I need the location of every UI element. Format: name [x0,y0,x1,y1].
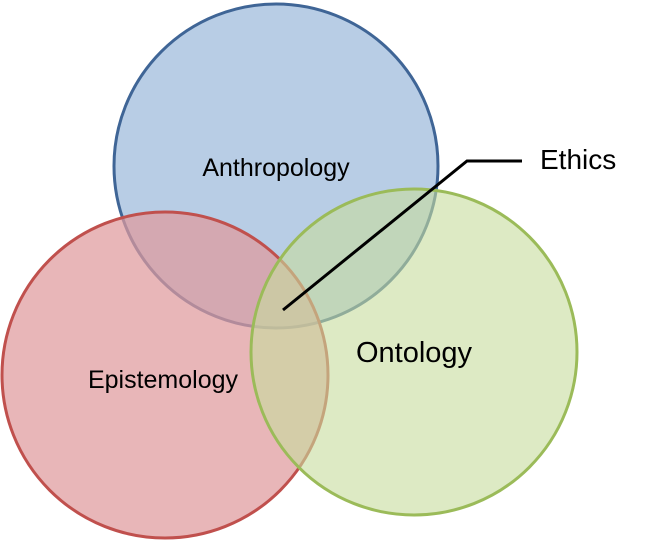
ethics-callout-line [282,159,522,312]
anthropology-label: Anthropology [202,154,350,182]
epistemology-label: Epistemology [88,366,239,394]
ethics-label: Ethics [540,144,616,175]
ontology-label: Ontology [356,337,473,369]
